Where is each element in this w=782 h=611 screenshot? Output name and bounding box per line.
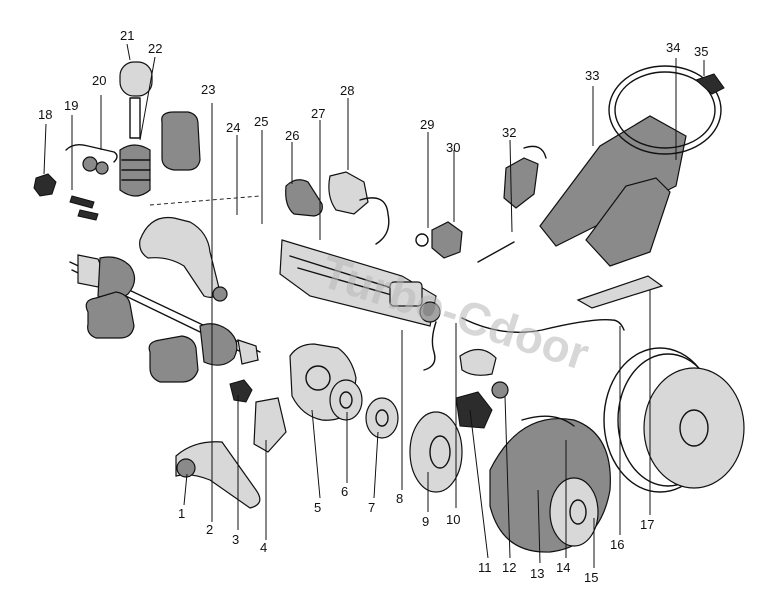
label-11: 11 <box>478 560 492 575</box>
label-19: 19 <box>64 98 78 113</box>
wheel-and-hubcap <box>576 275 745 493</box>
callout-labels: 1 2 3 4 5 6 7 8 9 10 11 12 13 14 15 16 1… <box>38 28 708 585</box>
leader-lines <box>43 43 705 568</box>
label-35: 35 <box>694 44 708 59</box>
upper-arm <box>139 195 261 302</box>
label-6: 6 <box>341 484 348 499</box>
brake-caliper <box>455 348 509 429</box>
lower-arm <box>175 441 261 509</box>
label-22: 22 <box>148 41 162 56</box>
watermark-text: Turbo-Cdoor <box>315 245 595 380</box>
label-3: 3 <box>232 532 239 547</box>
label-9: 9 <box>422 514 429 529</box>
label-32: 32 <box>502 125 516 140</box>
strut-assembly <box>119 61 153 197</box>
label-5: 5 <box>314 500 321 515</box>
small-fasteners <box>33 143 118 221</box>
label-26: 26 <box>285 128 299 143</box>
label-13: 13 <box>530 566 544 581</box>
bracket-parts <box>415 221 515 263</box>
label-28: 28 <box>340 83 354 98</box>
label-21: 21 <box>120 28 134 43</box>
label-23: 23 <box>201 82 215 97</box>
label-25: 25 <box>254 114 268 129</box>
label-18: 18 <box>38 107 52 122</box>
label-8: 8 <box>396 491 403 506</box>
steering-rack <box>279 171 441 327</box>
label-1: 1 <box>178 506 185 521</box>
label-2: 2 <box>206 522 213 537</box>
wheel-bearings <box>329 379 399 439</box>
label-30: 30 <box>446 140 460 155</box>
brake-hose <box>423 317 625 371</box>
label-17: 17 <box>640 517 654 532</box>
label-12: 12 <box>502 560 516 575</box>
label-7: 7 <box>368 500 375 515</box>
drive-shaft <box>69 254 261 366</box>
label-10: 10 <box>446 512 460 527</box>
rear-brake <box>489 415 611 553</box>
label-15: 15 <box>584 570 598 585</box>
label-29: 29 <box>420 117 434 132</box>
label-34: 34 <box>666 40 680 55</box>
label-4: 4 <box>260 540 267 555</box>
brake-disc-front <box>409 411 463 493</box>
label-20: 20 <box>92 73 106 88</box>
steering-column <box>503 65 725 267</box>
label-16: 16 <box>610 537 624 552</box>
cv-boots <box>85 111 201 383</box>
label-14: 14 <box>556 560 570 575</box>
label-27: 27 <box>311 106 325 121</box>
label-33: 33 <box>585 68 599 83</box>
label-24: 24 <box>226 120 240 135</box>
